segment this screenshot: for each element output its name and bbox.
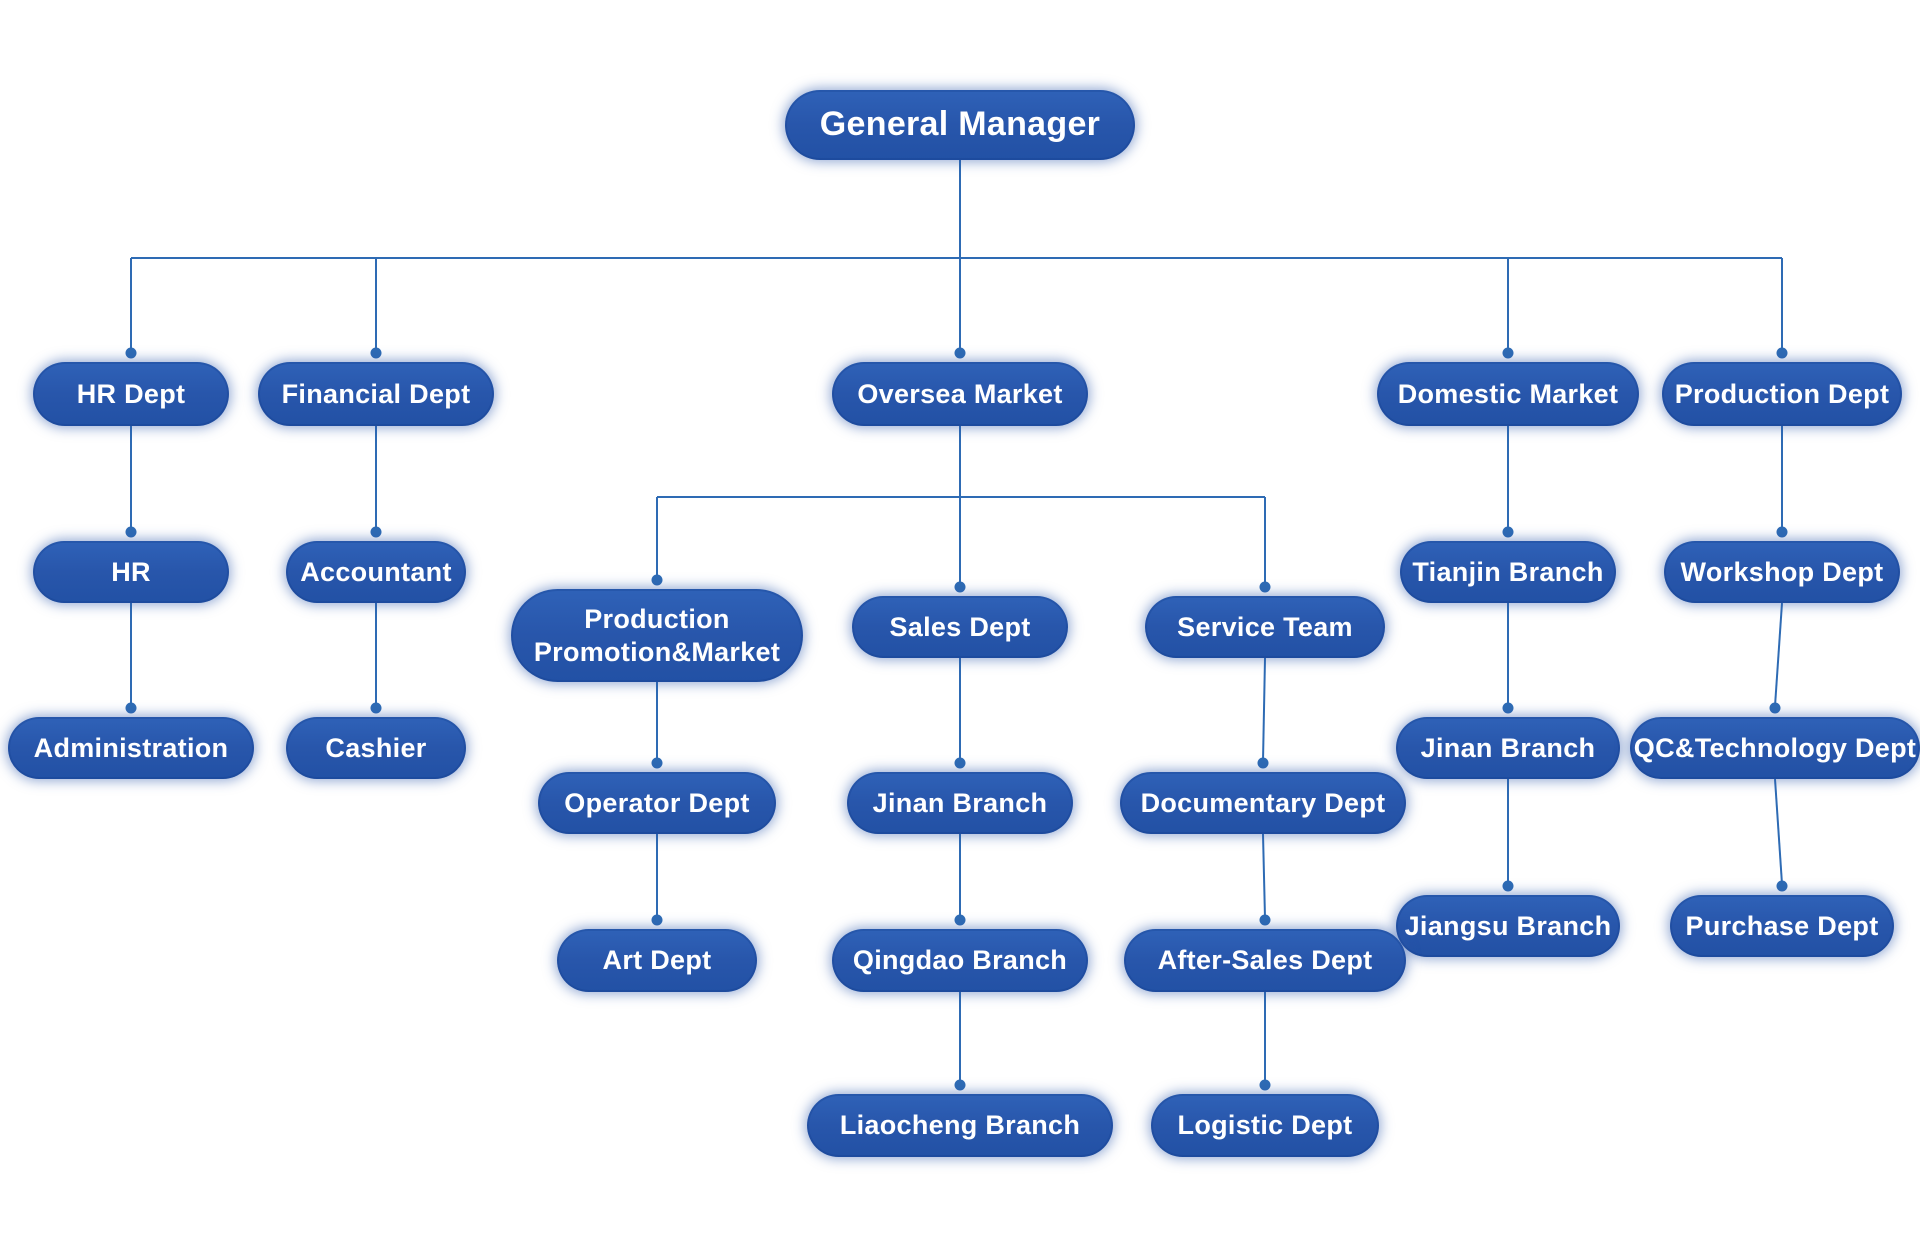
org-node-operator: Operator Dept <box>538 772 776 834</box>
org-node-after_sales: After-Sales Dept <box>1124 929 1406 992</box>
connector-line <box>1774 602 1783 707</box>
connector-line <box>1262 657 1266 762</box>
org-node-workshop: Workshop Dept <box>1664 541 1900 603</box>
connector-dot <box>1259 1079 1271 1091</box>
org-node-production: Production Dept <box>1662 362 1902 426</box>
connector-dot <box>125 347 137 359</box>
connector-dot <box>651 757 663 769</box>
org-node-gm: General Manager <box>785 90 1135 160</box>
connector-dot <box>1502 880 1514 892</box>
org-node-logistic: Logistic Dept <box>1151 1094 1379 1157</box>
org-node-financial: Financial Dept <box>258 362 494 426</box>
connector-dot <box>954 347 966 359</box>
org-node-art: Art Dept <box>557 929 757 992</box>
org-node-oversea: Oversea Market <box>832 362 1088 426</box>
org-node-administration: Administration <box>8 717 254 779</box>
connector-dot <box>1769 702 1781 714</box>
org-node-cashier: Cashier <box>286 717 466 779</box>
connector-dot <box>1502 347 1514 359</box>
connector-dot <box>1776 880 1788 892</box>
org-node-accountant: Accountant <box>286 541 466 603</box>
connector-dot <box>651 574 663 586</box>
connector-dot <box>1259 581 1271 593</box>
org-node-hr_dept: HR Dept <box>33 362 229 426</box>
org-node-qc_tech: QC&Technology Dept <box>1630 717 1920 779</box>
org-node-jiangsu: Jiangsu Branch <box>1396 895 1620 957</box>
connector-dot <box>125 702 137 714</box>
org-node-tianjin: Tianjin Branch <box>1400 541 1616 603</box>
org-node-jinan_center: Jinan Branch <box>847 772 1073 834</box>
connector-dot <box>1259 914 1271 926</box>
org-node-qingdao: Qingdao Branch <box>832 929 1088 992</box>
org-node-sales: Sales Dept <box>852 596 1068 658</box>
connector-dot <box>1776 526 1788 538</box>
connector-dot <box>1257 757 1269 769</box>
org-node-service: Service Team <box>1145 596 1385 658</box>
connector-line <box>1774 778 1783 885</box>
org-node-purchase: Purchase Dept <box>1670 895 1894 957</box>
connector-dot <box>954 581 966 593</box>
org-node-ppm: Production Promotion&Market <box>511 589 803 682</box>
connector-dot <box>954 1079 966 1091</box>
connector-dot <box>370 702 382 714</box>
org-node-domestic: Domestic Market <box>1377 362 1639 426</box>
connector-line <box>1262 833 1266 919</box>
connector-dot <box>125 526 137 538</box>
connector-dot <box>1776 347 1788 359</box>
connector-dot <box>651 914 663 926</box>
connector-dot <box>1502 526 1514 538</box>
connector-dot <box>370 526 382 538</box>
org-node-documentary: Documentary Dept <box>1120 772 1406 834</box>
connector-dot <box>954 757 966 769</box>
org-node-hr: HR <box>33 541 229 603</box>
connector-dot <box>954 914 966 926</box>
connector-dot <box>370 347 382 359</box>
org-node-jinan_right: Jinan Branch <box>1396 717 1620 779</box>
connector-dot <box>1502 702 1514 714</box>
org-node-liaocheng: Liaocheng Branch <box>807 1094 1113 1157</box>
